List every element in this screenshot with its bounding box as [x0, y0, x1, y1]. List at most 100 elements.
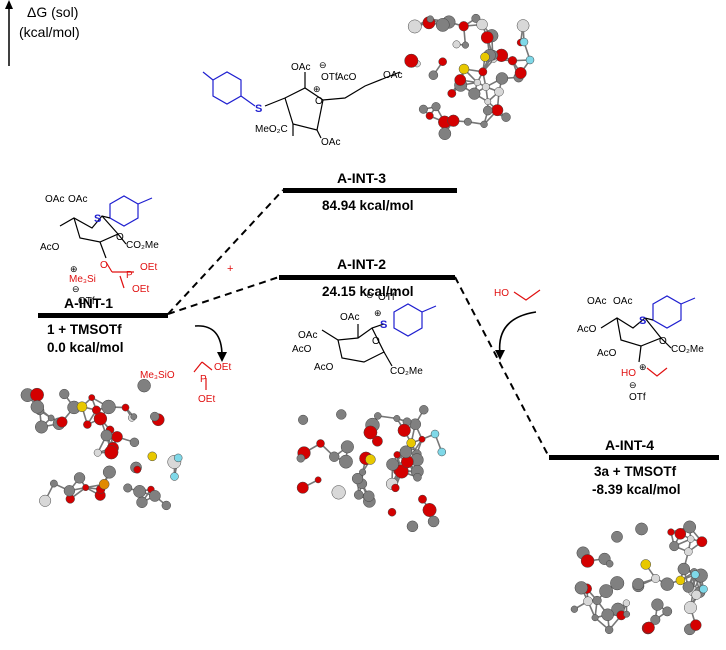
- atom: [428, 70, 439, 80]
- atom: [130, 413, 138, 420]
- atom: [675, 575, 686, 586]
- svg-text:⊖: ⊖: [319, 60, 327, 70]
- svg-text:S: S: [380, 319, 387, 331]
- atom: [430, 429, 440, 439]
- atom: [30, 400, 45, 414]
- atom: [580, 554, 595, 568]
- atom: [100, 429, 113, 442]
- atom: [591, 614, 599, 622]
- atom: [83, 420, 92, 429]
- atom: [437, 447, 447, 457]
- atom: [690, 619, 702, 631]
- atom: [148, 490, 161, 502]
- y-axis-arrow: [5, 0, 13, 66]
- atom: [76, 401, 88, 412]
- svg-text:OAc: OAc: [291, 62, 310, 73]
- svg-text:OAc: OAc: [321, 137, 340, 148]
- atom: [592, 595, 602, 606]
- atom: [642, 621, 655, 634]
- svg-text:AcO: AcO: [337, 72, 357, 83]
- atom: [372, 435, 383, 447]
- level-energy-int1: 0.0 kcal/mol: [47, 340, 124, 355]
- atom: [454, 74, 467, 86]
- atom: [418, 435, 426, 443]
- int3-s: S: [255, 103, 262, 115]
- svg-text:S: S: [94, 213, 101, 225]
- atom: [516, 19, 530, 32]
- atom: [39, 494, 52, 507]
- atom: [463, 117, 472, 126]
- atom: [691, 589, 702, 600]
- atom: [481, 82, 490, 91]
- ethanol-arrow: [498, 311, 537, 355]
- level-energy-int3: 84.94 kcal/mol: [322, 198, 414, 213]
- svg-text:OAc: OAc: [613, 296, 632, 307]
- svg-text:OAc: OAc: [383, 70, 402, 81]
- atom: [47, 414, 55, 422]
- svg-text:⊕: ⊕: [374, 308, 382, 318]
- atom: [458, 63, 470, 75]
- atom: [427, 515, 440, 528]
- atom: [404, 53, 419, 68]
- atom: [683, 601, 697, 615]
- atom: [419, 405, 429, 415]
- connector-int2-int4: [454, 276, 550, 458]
- svg-text:AcO: AcO: [314, 362, 334, 373]
- atom: [363, 490, 375, 502]
- atom: [438, 57, 447, 66]
- atom: [480, 52, 490, 62]
- atom: [622, 599, 630, 607]
- structure-leaving-phosphite: Me₃SiO P OEt OEt: [140, 361, 231, 405]
- atom: [507, 56, 518, 66]
- atom: [406, 438, 416, 448]
- atom: [418, 494, 427, 504]
- connector-int1-int2: [167, 276, 280, 315]
- atom: [699, 584, 708, 594]
- atom: [296, 481, 309, 494]
- level-bar-int4: [549, 455, 719, 460]
- atom: [662, 606, 673, 617]
- svg-text:OAc: OAc: [298, 330, 317, 341]
- atom: [56, 416, 68, 428]
- axis-label-units: (kcal/mol): [19, 24, 80, 40]
- svg-text:⊖: ⊖: [72, 284, 80, 294]
- atom: [458, 21, 469, 32]
- svg-text:OAc: OAc: [45, 194, 64, 205]
- structure-int1: OAc OAc AcO S O CO₂Me O Me₃Si ⊕ P OEt OE…: [40, 194, 159, 295]
- int1-otf: OTf: [78, 296, 95, 307]
- svg-text:⊕: ⊕: [639, 362, 647, 372]
- svg-text:OEt: OEt: [214, 362, 231, 373]
- atom: [611, 530, 623, 543]
- atom: [482, 105, 493, 116]
- atom: [478, 67, 488, 77]
- svg-text:HO: HO: [494, 288, 509, 299]
- svg-text:AcO: AcO: [577, 324, 597, 335]
- structure-int3: S OAc OTf ⊖ AcO OAc O ⊕ MeO₂C OAc: [202, 60, 402, 148]
- svg-text:Me₃SiO: Me₃SiO: [140, 370, 175, 381]
- atom: [583, 596, 593, 607]
- atom: [604, 625, 614, 635]
- svg-text:O: O: [315, 96, 323, 107]
- atom: [677, 562, 691, 576]
- svg-text:+: +: [227, 263, 233, 275]
- atom: [393, 451, 401, 459]
- atom: [137, 378, 151, 393]
- level-name-int3: A-INT-3: [337, 170, 386, 186]
- atom: [386, 458, 399, 471]
- svg-text:⊕: ⊕: [313, 84, 321, 94]
- atom: [674, 528, 687, 540]
- atom: [98, 479, 110, 490]
- axis-label-delta-g: ΔG (sol): [27, 4, 79, 20]
- svg-text:CO₂Me: CO₂Me: [390, 366, 423, 377]
- svg-text:OEt: OEt: [198, 394, 215, 405]
- atom: [374, 412, 382, 420]
- atom: [393, 415, 401, 422]
- atom: [93, 448, 102, 457]
- atom: [601, 608, 614, 622]
- atom: [409, 418, 422, 430]
- svg-text:O: O: [372, 336, 380, 347]
- atom: [667, 528, 675, 536]
- atom: [452, 40, 461, 49]
- atom: [519, 37, 529, 47]
- atom: [491, 104, 504, 117]
